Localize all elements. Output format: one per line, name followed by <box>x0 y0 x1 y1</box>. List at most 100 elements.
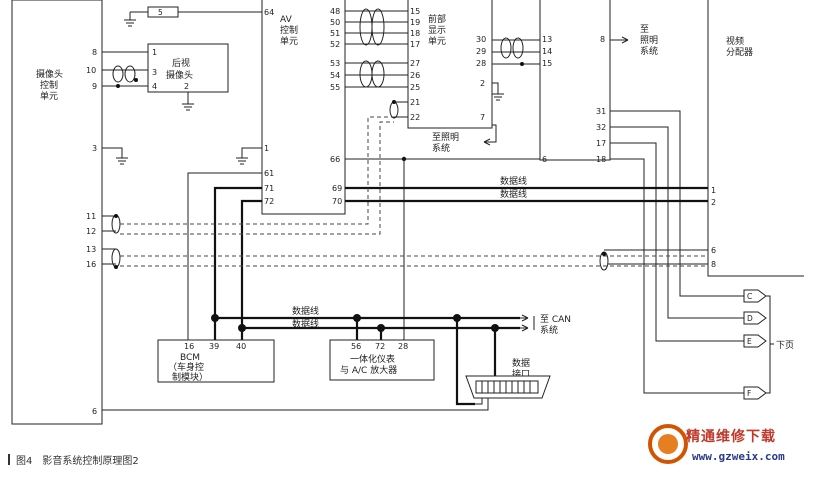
fd-pin-18: 18 <box>410 29 420 38</box>
rear-pin-2: 2 <box>184 82 189 91</box>
cluster-label-1: 一体化仪表 <box>350 353 395 365</box>
to-can-label-2: 系统 <box>540 324 558 336</box>
cam-pin-12: 12 <box>86 227 96 236</box>
fd-pin-17: 17 <box>410 40 420 49</box>
cam-pin-10: 10 <box>86 66 96 75</box>
fd-pin-52: 52 <box>330 40 340 49</box>
rear-camera-label-2: 摄像头 <box>166 69 193 81</box>
fd-pin-55: 55 <box>330 83 340 92</box>
front-display-label-3: 单元 <box>428 35 446 47</box>
av-pin-66: 66 <box>330 155 340 164</box>
vd-pin-8: 8 <box>711 260 716 269</box>
logo-url: www.gzweix.com <box>692 450 785 463</box>
fd-pin-7: 7 <box>480 113 485 122</box>
data-port-pins <box>475 380 539 394</box>
connector-c-label: C <box>747 292 752 301</box>
av-pin-72: 72 <box>264 197 274 206</box>
vd-pin-2: 2 <box>711 198 716 207</box>
fuse-label: 5 <box>158 8 163 17</box>
vd-pin-31: 31 <box>596 107 606 116</box>
mid-pin-2: 2 <box>480 79 485 88</box>
cam-pin-13: 13 <box>86 245 96 254</box>
rear-camera-label-1: 后视 <box>172 57 190 69</box>
front-display-label-1: 前部 <box>428 13 446 25</box>
bcm-box <box>157 339 275 383</box>
av-pin-69: 69 <box>332 184 342 193</box>
fd-pin-50: 50 <box>330 18 340 27</box>
video-dist-label-1: 视频 <box>726 35 744 47</box>
watermark-logo: 精通维修下载 www.gzweix.com <box>648 420 808 472</box>
camera-control-unit-label-2: 控制 <box>40 79 58 91</box>
camera-control-unit-label-1: 摄像头 <box>36 68 63 80</box>
connector-e-label: E <box>747 337 752 346</box>
cluster-label-2: 与 A/C 放大器 <box>340 364 397 376</box>
rear-camera-box <box>147 43 229 93</box>
can-data-line-label-2: 数据线 <box>292 318 319 330</box>
cluster-pin-72: 72 <box>375 342 385 351</box>
front-display-label-2: 显示 <box>428 25 446 36</box>
av-label-2: 控制 <box>280 24 298 36</box>
logo-brand: 精通维修下载 <box>686 429 776 445</box>
fd-pin-54: 54 <box>330 71 340 80</box>
bcm-label-2: （车身控 <box>168 361 204 373</box>
next-page-label: 下页 <box>776 340 794 351</box>
connector-f <box>743 386 767 400</box>
connector-d-label: D <box>747 314 753 323</box>
fd-pin-27: 27 <box>410 59 420 68</box>
vd-pin-18: 18 <box>596 155 606 164</box>
mid-pin-6: 6 <box>542 155 547 164</box>
data-port-label-1: 数据 <box>512 357 530 369</box>
mid-pin-28: 28 <box>476 59 486 68</box>
mid-pin-29: 29 <box>476 47 486 56</box>
vd-pin-6: 6 <box>711 246 716 255</box>
camera-control-unit-box <box>11 0 103 425</box>
can-data-line-label-1: 数据线 <box>292 305 319 317</box>
fd-pin-53: 53 <box>330 59 340 68</box>
fuse-box <box>147 6 179 18</box>
mid-pin-13: 13 <box>542 35 552 44</box>
bcm-label-3: 制模块） <box>172 371 208 383</box>
to-light-top-3: 系统 <box>640 45 658 57</box>
fd-pin-21: 21 <box>410 98 420 107</box>
to-can-label-1: 至 CAN <box>540 314 571 325</box>
bcm-label-1: BCM <box>180 353 200 363</box>
av-pin-61: 61 <box>264 169 274 178</box>
logo-swirl-icon <box>648 424 688 464</box>
fd-pin-22: 22 <box>410 113 420 122</box>
av-pin-64: 64 <box>264 8 274 17</box>
connector-e <box>743 334 767 348</box>
to-light-top-1: 至 <box>640 24 649 35</box>
rear-pin-1: 1 <box>152 48 157 57</box>
cluster-box <box>329 339 435 381</box>
data-line-label-1: 数据线 <box>500 175 527 187</box>
cam-pin-16: 16 <box>86 260 96 269</box>
to-light-label-1: 至照明 <box>432 132 459 143</box>
cam-pin-11: 11 <box>86 212 96 221</box>
connector-f-label: F <box>747 389 751 398</box>
av-label-3: 单元 <box>280 35 298 47</box>
mid-pin-8: 8 <box>600 35 605 44</box>
logo-core-icon <box>658 434 678 454</box>
mid-pin-30: 30 <box>476 35 486 44</box>
to-light-top-2: 照明 <box>640 35 658 46</box>
av-pin-1: 1 <box>264 144 269 153</box>
connector-c <box>743 289 767 303</box>
mid-pin-15: 15 <box>542 59 552 68</box>
av-pin-71: 71 <box>264 184 274 193</box>
bcm-pin-16: 16 <box>184 342 194 351</box>
connector-d <box>743 311 767 325</box>
to-light-label-2: 系统 <box>432 142 450 154</box>
vd-pin-32: 32 <box>596 123 606 132</box>
cluster-pin-28: 28 <box>398 342 408 351</box>
data-line-label-2: 数据线 <box>500 188 527 200</box>
fd-pin-25: 25 <box>410 83 420 92</box>
av-pin-70: 70 <box>332 197 342 206</box>
bcm-pin-39: 39 <box>209 342 219 351</box>
cam-pin-3: 3 <box>92 144 97 153</box>
bcm-pin-40: 40 <box>236 342 246 351</box>
vd-pin-1: 1 <box>711 186 716 195</box>
camera-control-unit-label-3: 单元 <box>40 90 58 102</box>
cam-pin-9: 9 <box>92 82 97 91</box>
fd-pin-48: 48 <box>330 7 340 16</box>
